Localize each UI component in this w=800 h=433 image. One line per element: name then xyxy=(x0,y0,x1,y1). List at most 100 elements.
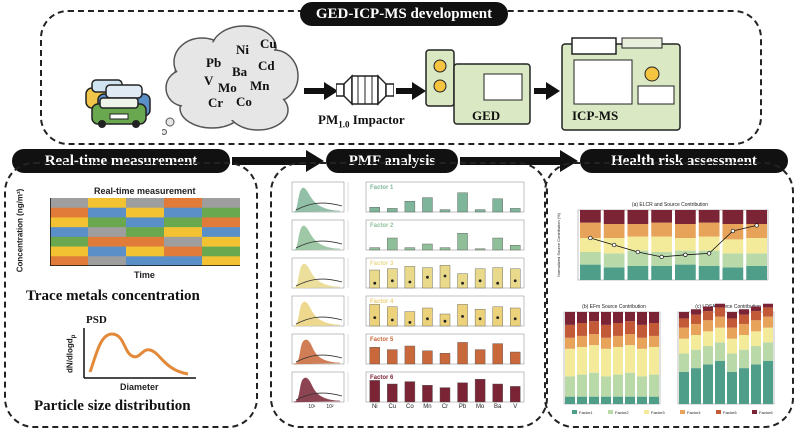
stack-segment xyxy=(577,335,587,347)
stack-segment xyxy=(739,335,749,350)
stack-segment xyxy=(727,318,737,328)
stack-segment xyxy=(763,307,773,317)
stack-segment xyxy=(613,312,623,324)
heatmap-cell xyxy=(126,198,164,209)
psd-chart xyxy=(83,328,196,379)
factor-bar xyxy=(492,383,503,403)
cloud-icon xyxy=(162,25,299,135)
factor-bar xyxy=(457,273,468,289)
size-dist-frame xyxy=(291,219,345,251)
element-label: Mn xyxy=(250,78,270,93)
stack-segment xyxy=(763,303,773,308)
stack-segment xyxy=(603,267,625,280)
element-tick: Ni xyxy=(372,404,378,410)
contribution-line xyxy=(295,392,343,401)
stack-segment xyxy=(751,346,761,365)
stack-segment xyxy=(675,264,696,280)
stack-segment xyxy=(763,342,773,361)
stack-segment xyxy=(649,335,659,347)
factor-point xyxy=(513,279,517,283)
arrow-icon xyxy=(304,82,338,100)
stack-segment xyxy=(627,236,649,251)
heatmap-cell xyxy=(126,236,164,247)
stack-segment xyxy=(601,312,611,325)
stack-segment xyxy=(751,311,761,321)
stack-segment xyxy=(601,324,611,338)
heatmap-cell xyxy=(164,217,202,228)
factor-bar xyxy=(474,349,486,365)
stack-segment xyxy=(727,327,737,339)
heatmap-cell xyxy=(88,198,126,209)
factor-point xyxy=(478,279,482,283)
heatmap-cell xyxy=(202,246,240,257)
heatmap-cell xyxy=(164,256,202,266)
stack-segment xyxy=(580,222,601,238)
stack-segment xyxy=(627,210,649,224)
size-tick: 10¹ xyxy=(308,404,316,410)
stack-segment xyxy=(601,376,611,397)
contribution-line xyxy=(295,354,343,363)
factor-bar xyxy=(387,306,398,327)
factor-bar xyxy=(404,266,416,289)
arrow-icon xyxy=(232,150,324,172)
heatmap-cell xyxy=(88,236,126,247)
factor-bar xyxy=(510,351,521,365)
element-tick: V xyxy=(513,404,517,410)
heatmap-cell xyxy=(164,236,202,247)
element-label: Co xyxy=(236,94,252,109)
factor-bar xyxy=(510,307,521,327)
stack-segment xyxy=(739,349,749,369)
factor-bar xyxy=(369,207,380,213)
heatmap-cell xyxy=(50,198,88,209)
stack-segment xyxy=(739,314,749,324)
elcr-point xyxy=(683,252,688,257)
elcr-point xyxy=(730,228,736,234)
health-charts: (a) ELCR and Source ContributionNormaliz… xyxy=(556,202,775,415)
stack-segment xyxy=(649,374,659,397)
stack-segment xyxy=(637,337,647,349)
stack-segment xyxy=(679,371,689,404)
stack-segment xyxy=(565,324,575,338)
stack-segment xyxy=(727,371,737,404)
icpms-device-icon xyxy=(561,37,681,131)
stack-segment xyxy=(613,396,623,404)
factor-bar xyxy=(492,237,503,251)
psd-ylabel-sub: p xyxy=(70,334,77,339)
heatmap-cell xyxy=(88,227,126,238)
stack-segment xyxy=(691,323,701,335)
factor-bar xyxy=(492,198,503,213)
factor-bar xyxy=(439,247,451,251)
factor-bar xyxy=(422,384,433,403)
impactor-icon xyxy=(336,74,394,106)
factor-bar xyxy=(422,350,433,365)
factor-bar xyxy=(387,349,398,365)
stack-segment xyxy=(637,312,647,325)
stack-segment xyxy=(577,323,587,336)
stack-segment xyxy=(601,337,611,349)
legend-swatch xyxy=(608,410,613,414)
stack-segment xyxy=(651,222,672,237)
stack-segment xyxy=(613,323,623,336)
stack-segment xyxy=(565,396,575,404)
factor-bar xyxy=(510,244,521,251)
stack-segment xyxy=(751,306,761,312)
psd-ylabel-main: dN/dlogd xyxy=(65,338,75,373)
factor-point xyxy=(390,318,394,322)
factor-bar xyxy=(404,311,416,327)
factor-bar xyxy=(457,192,468,213)
psd-xlabel: Diameter xyxy=(120,382,159,392)
psd-title: PSD xyxy=(86,314,107,326)
size-dist-curve xyxy=(293,187,341,213)
stack-segment xyxy=(727,353,737,372)
stack-segment xyxy=(577,396,587,404)
arrow-icon xyxy=(534,82,560,100)
heatmap-cell xyxy=(50,236,88,247)
stack-segment xyxy=(565,337,575,349)
top-title: GED-ICP-MS development xyxy=(300,2,508,26)
contribution-line xyxy=(295,316,343,325)
stack-segment xyxy=(577,346,587,375)
element-tick: Mo xyxy=(476,404,485,410)
stack-segment xyxy=(751,331,761,347)
stack-segment xyxy=(627,250,649,266)
factor-bar xyxy=(387,268,398,289)
